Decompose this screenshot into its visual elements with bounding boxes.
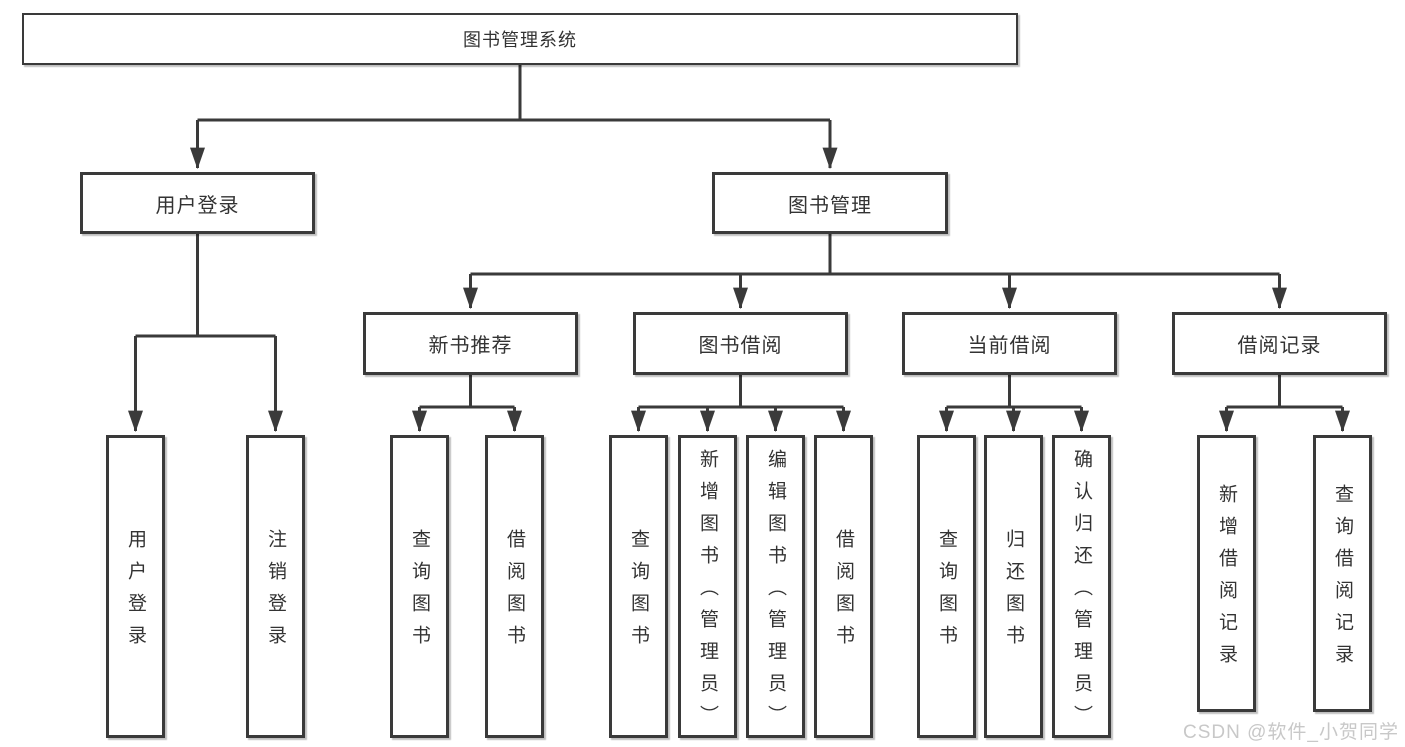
node-label: 图书借阅 (698, 335, 783, 357)
leaf-label: 确认归还（管理员） (1071, 449, 1092, 737)
leaf-edit-books-admin: 编辑图书（管理员） (746, 435, 805, 738)
node-label: 图书管理 (788, 194, 872, 217)
leaf-query-books-borrow: 查询图书 (609, 435, 668, 738)
leaf-borrow-books: 借阅图书 (814, 435, 873, 738)
node-label: 图书管理系统 (463, 30, 577, 50)
leaf-query-books-current: 查询图书 (917, 435, 976, 738)
leaf-add-books-admin: 新增图书（管理员） (678, 435, 737, 738)
node-book-borrow: 图书借阅 (633, 312, 848, 375)
node-library-management-system: 图书管理系统 (22, 13, 1018, 65)
leaf-user-login: 用户登录 (106, 435, 165, 738)
node-borrow-records: 借阅记录 (1172, 312, 1387, 375)
node-label: 当前借阅 (967, 335, 1052, 357)
leaf-label: 新增借阅记录 (1216, 484, 1237, 676)
leaf-label: 归还图书 (1003, 529, 1024, 657)
leaf-label: 编辑图书（管理员） (765, 449, 786, 737)
leaf-label: 借阅图书 (833, 529, 854, 657)
node-user-login: 用户登录 (80, 172, 315, 234)
node-label: 借阅记录 (1237, 335, 1322, 357)
leaf-label: 注销登录 (265, 529, 286, 657)
leaf-query-books-recommend: 查询图书 (390, 435, 449, 738)
node-new-book-recommend: 新书推荐 (363, 312, 578, 375)
leaf-label: 查询借阅记录 (1332, 484, 1353, 676)
leaf-label: 查询图书 (409, 529, 430, 657)
leaf-label: 新增图书（管理员） (697, 449, 718, 737)
leaf-label: 借阅图书 (504, 529, 525, 657)
leaf-add-borrow-record: 新增借阅记录 (1197, 435, 1256, 712)
leaf-logout: 注销登录 (246, 435, 305, 738)
node-current-borrow: 当前借阅 (902, 312, 1117, 375)
node-label: 新书推荐 (428, 335, 513, 357)
leaf-query-borrow-record: 查询借阅记录 (1313, 435, 1372, 712)
node-label: 用户登录 (155, 194, 240, 217)
leaf-borrow-books-recommend: 借阅图书 (485, 435, 544, 738)
leaf-confirm-return-admin: 确认归还（管理员） (1052, 435, 1111, 738)
leaf-label: 用户登录 (125, 529, 146, 657)
leaf-label: 查询图书 (936, 529, 957, 657)
leaf-return-books: 归还图书 (984, 435, 1043, 738)
node-book-management: 图书管理 (712, 172, 948, 234)
leaf-label: 查询图书 (628, 529, 649, 657)
